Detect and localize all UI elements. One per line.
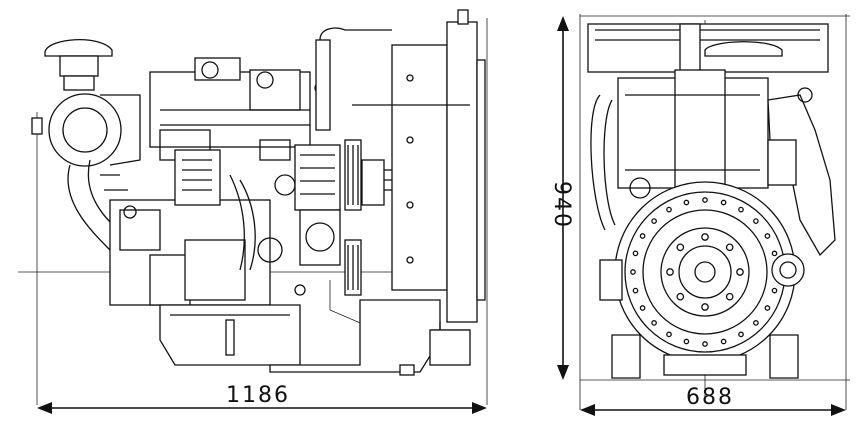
length-dimension: 1186	[37, 383, 487, 414]
flywheel-bolt	[738, 331, 744, 338]
flywheel-bolt	[632, 287, 639, 294]
flywheel-bolt	[651, 218, 657, 224]
flywheel-housing	[614, 181, 796, 363]
alternator	[294, 144, 341, 266]
height-dimension: 940	[549, 16, 574, 380]
turbo-housing	[31, 93, 160, 251]
length-label: 1186	[226, 383, 290, 408]
side-view: 1186	[18, 9, 488, 414]
flywheel-bolt	[736, 268, 744, 276]
engine-block	[109, 199, 306, 306]
cylinder-head	[149, 57, 326, 161]
flywheel-bolt	[771, 287, 778, 294]
flywheel-bolt	[764, 305, 771, 311]
flywheel-bolt	[771, 250, 778, 257]
pulleys	[329, 139, 401, 341]
fuel-pump	[174, 149, 296, 271]
flywheel-bolt	[683, 338, 690, 345]
flywheel-bolt	[738, 206, 744, 213]
flywheel-bolt	[676, 292, 685, 301]
flywheel-bolt	[639, 305, 646, 311]
flywheel-bolt	[666, 268, 674, 276]
front-head	[590, 69, 836, 257]
width-dimension: 688	[580, 385, 846, 416]
length-arrow-right	[472, 402, 487, 414]
flywheel-bolt	[701, 233, 709, 241]
oil-sump	[159, 299, 441, 376]
height-label: 940	[549, 181, 574, 229]
flywheel-bolt	[683, 199, 690, 206]
flywheel-bolt	[702, 341, 708, 347]
length-arrow-left	[37, 402, 52, 414]
front-radiator-frame	[587, 23, 829, 85]
flywheel-bolt	[666, 331, 672, 338]
flywheel-bolt	[651, 320, 657, 326]
flywheel-bolt	[666, 206, 672, 213]
flywheel-bolt	[639, 233, 646, 239]
flywheel-bolt	[630, 269, 636, 275]
front-accessories	[599, 253, 805, 379]
flywheel-bolt	[725, 243, 734, 252]
front-view: 940	[549, 14, 850, 416]
flywheel-bolt	[676, 243, 685, 252]
flywheel-bolt	[753, 320, 759, 326]
flywheel-bolt	[764, 233, 771, 239]
air-filter-cap	[44, 39, 113, 91]
width-label: 688	[686, 385, 734, 410]
flywheel-bolt	[753, 218, 759, 224]
flywheel-bolt	[720, 199, 727, 206]
flywheel-bolt	[720, 338, 727, 345]
flywheel-bolt	[701, 303, 709, 311]
radiator	[315, 9, 486, 366]
flywheel-bolt	[725, 292, 734, 301]
flywheel-bolt	[632, 250, 639, 257]
flywheel-bolt-ring	[630, 197, 780, 347]
flywheel-bolt	[702, 197, 708, 203]
